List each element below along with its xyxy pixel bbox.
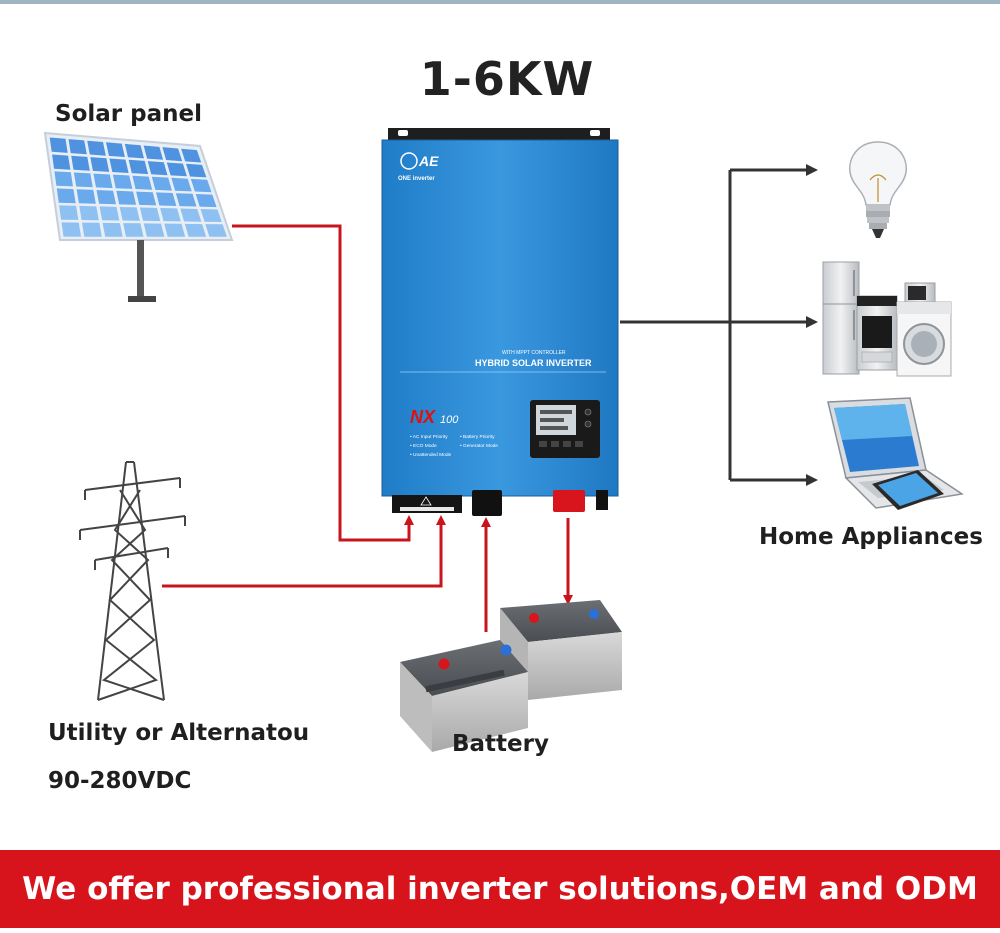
solar-cell: [136, 191, 157, 206]
inverter-unit: AE ONE inverter WITH MPPT CONTROLLER HYB…: [381, 128, 619, 516]
solar-cell: [59, 205, 79, 220]
top-border: [0, 0, 1000, 4]
solar-cell: [181, 148, 202, 163]
inverter-display: [530, 400, 600, 458]
solar-cell: [49, 137, 68, 153]
solar-wire: [232, 224, 414, 542]
solar-cell: [61, 222, 81, 237]
inverter-controller: WITH MPPT CONTROLLER: [502, 350, 566, 356]
switch: [596, 490, 608, 510]
solar-cell: [143, 145, 164, 160]
page-title: 1-6KW: [419, 52, 595, 106]
solar-cell: [124, 143, 144, 159]
appliances-icon: [822, 261, 952, 377]
inverter-product: HYBRID SOLAR INVERTER: [475, 358, 592, 368]
solar-cell: [190, 178, 212, 193]
solar-panel-label: Solar panel: [55, 101, 202, 127]
solar-cell: [162, 147, 183, 162]
solar-cell: [82, 222, 102, 237]
solar-cell: [73, 172, 93, 188]
battery-label: Battery: [452, 731, 549, 757]
solar-cell: [52, 154, 71, 170]
solar-cell: [90, 157, 110, 172]
solar-cell: [87, 140, 106, 156]
promo-banner-text: We offer professional inverter solutions…: [22, 871, 978, 907]
solar-cell: [156, 192, 177, 206]
solar-cell: [147, 161, 168, 176]
solar-cells: [49, 137, 227, 237]
battery-icon: [400, 600, 622, 752]
solar-cell: [171, 177, 192, 192]
solar-cell: [132, 175, 153, 190]
solar-cell: [54, 171, 73, 187]
display-button: [551, 441, 559, 447]
solar-cell: [160, 208, 181, 222]
laptop-icon: [827, 397, 965, 510]
inverter-model-number: 100: [440, 414, 459, 426]
feature-eco: • ECO Mode: [410, 443, 437, 449]
solar-cell: [186, 163, 207, 178]
display-button: [563, 441, 571, 447]
solar-cell: [102, 222, 123, 237]
svg-text:AE: AE: [418, 153, 439, 169]
solar-cell: [175, 193, 197, 207]
solar-cell: [112, 174, 133, 189]
solar-cell: [180, 208, 202, 222]
solar-cell: [184, 223, 207, 237]
solar-cell: [79, 205, 99, 221]
power-tower-icon: [79, 461, 186, 701]
utility-label: Utility or Alternatou: [48, 720, 310, 746]
solar-cell: [76, 189, 96, 204]
home-appliances-label: Home Appliances: [759, 524, 983, 550]
output-wires: [620, 164, 818, 486]
solar-cell: [93, 173, 113, 189]
solar-cell: [166, 162, 187, 177]
display-button: [539, 441, 547, 447]
solar-cell: [96, 190, 116, 205]
feature-unattended: • Unattended Mode: [410, 452, 451, 458]
feature-generator: • Generator Mode: [460, 443, 498, 449]
solar-cell: [195, 194, 217, 208]
solar-cell: [109, 158, 129, 173]
solar-cell: [143, 223, 165, 237]
brand-logo-icon: [400, 152, 418, 170]
promo-banner: We offer professional inverter solutions…: [0, 850, 1000, 928]
battery-positive-terminal: [553, 490, 585, 512]
inverter-features: • AC Input Priority • Battery Priority •…: [410, 434, 498, 458]
utility-wire: [162, 515, 446, 588]
solar-cell: [200, 209, 222, 222]
light-bulb-icon: [849, 141, 907, 238]
solar-cell: [71, 155, 90, 171]
feature-battery: • Battery Priority: [460, 434, 495, 440]
solar-cell: [119, 207, 140, 221]
solar-cell: [99, 206, 120, 221]
solar-cell: [106, 142, 125, 157]
voltage-label: 90-280VDC: [48, 768, 192, 794]
solar-cell: [164, 223, 186, 237]
solar-cell: [205, 224, 227, 237]
solar-panel-icon: [43, 131, 234, 302]
solar-cell: [116, 190, 137, 205]
solar-cell: [128, 159, 149, 175]
inverter-brand: ONE inverter: [398, 176, 435, 182]
solar-cell: [139, 207, 161, 222]
solar-cell: [68, 139, 87, 155]
solar-cell: [56, 188, 76, 204]
display-button: [575, 441, 583, 447]
battery-wire: [481, 517, 573, 632]
solar-cell: [123, 223, 144, 237]
inverter-model: NX: [410, 407, 436, 427]
feature-ac-input: • AC Input Priority: [410, 434, 448, 440]
solar-cell: [151, 176, 172, 191]
battery-negative-terminal: [472, 490, 502, 516]
